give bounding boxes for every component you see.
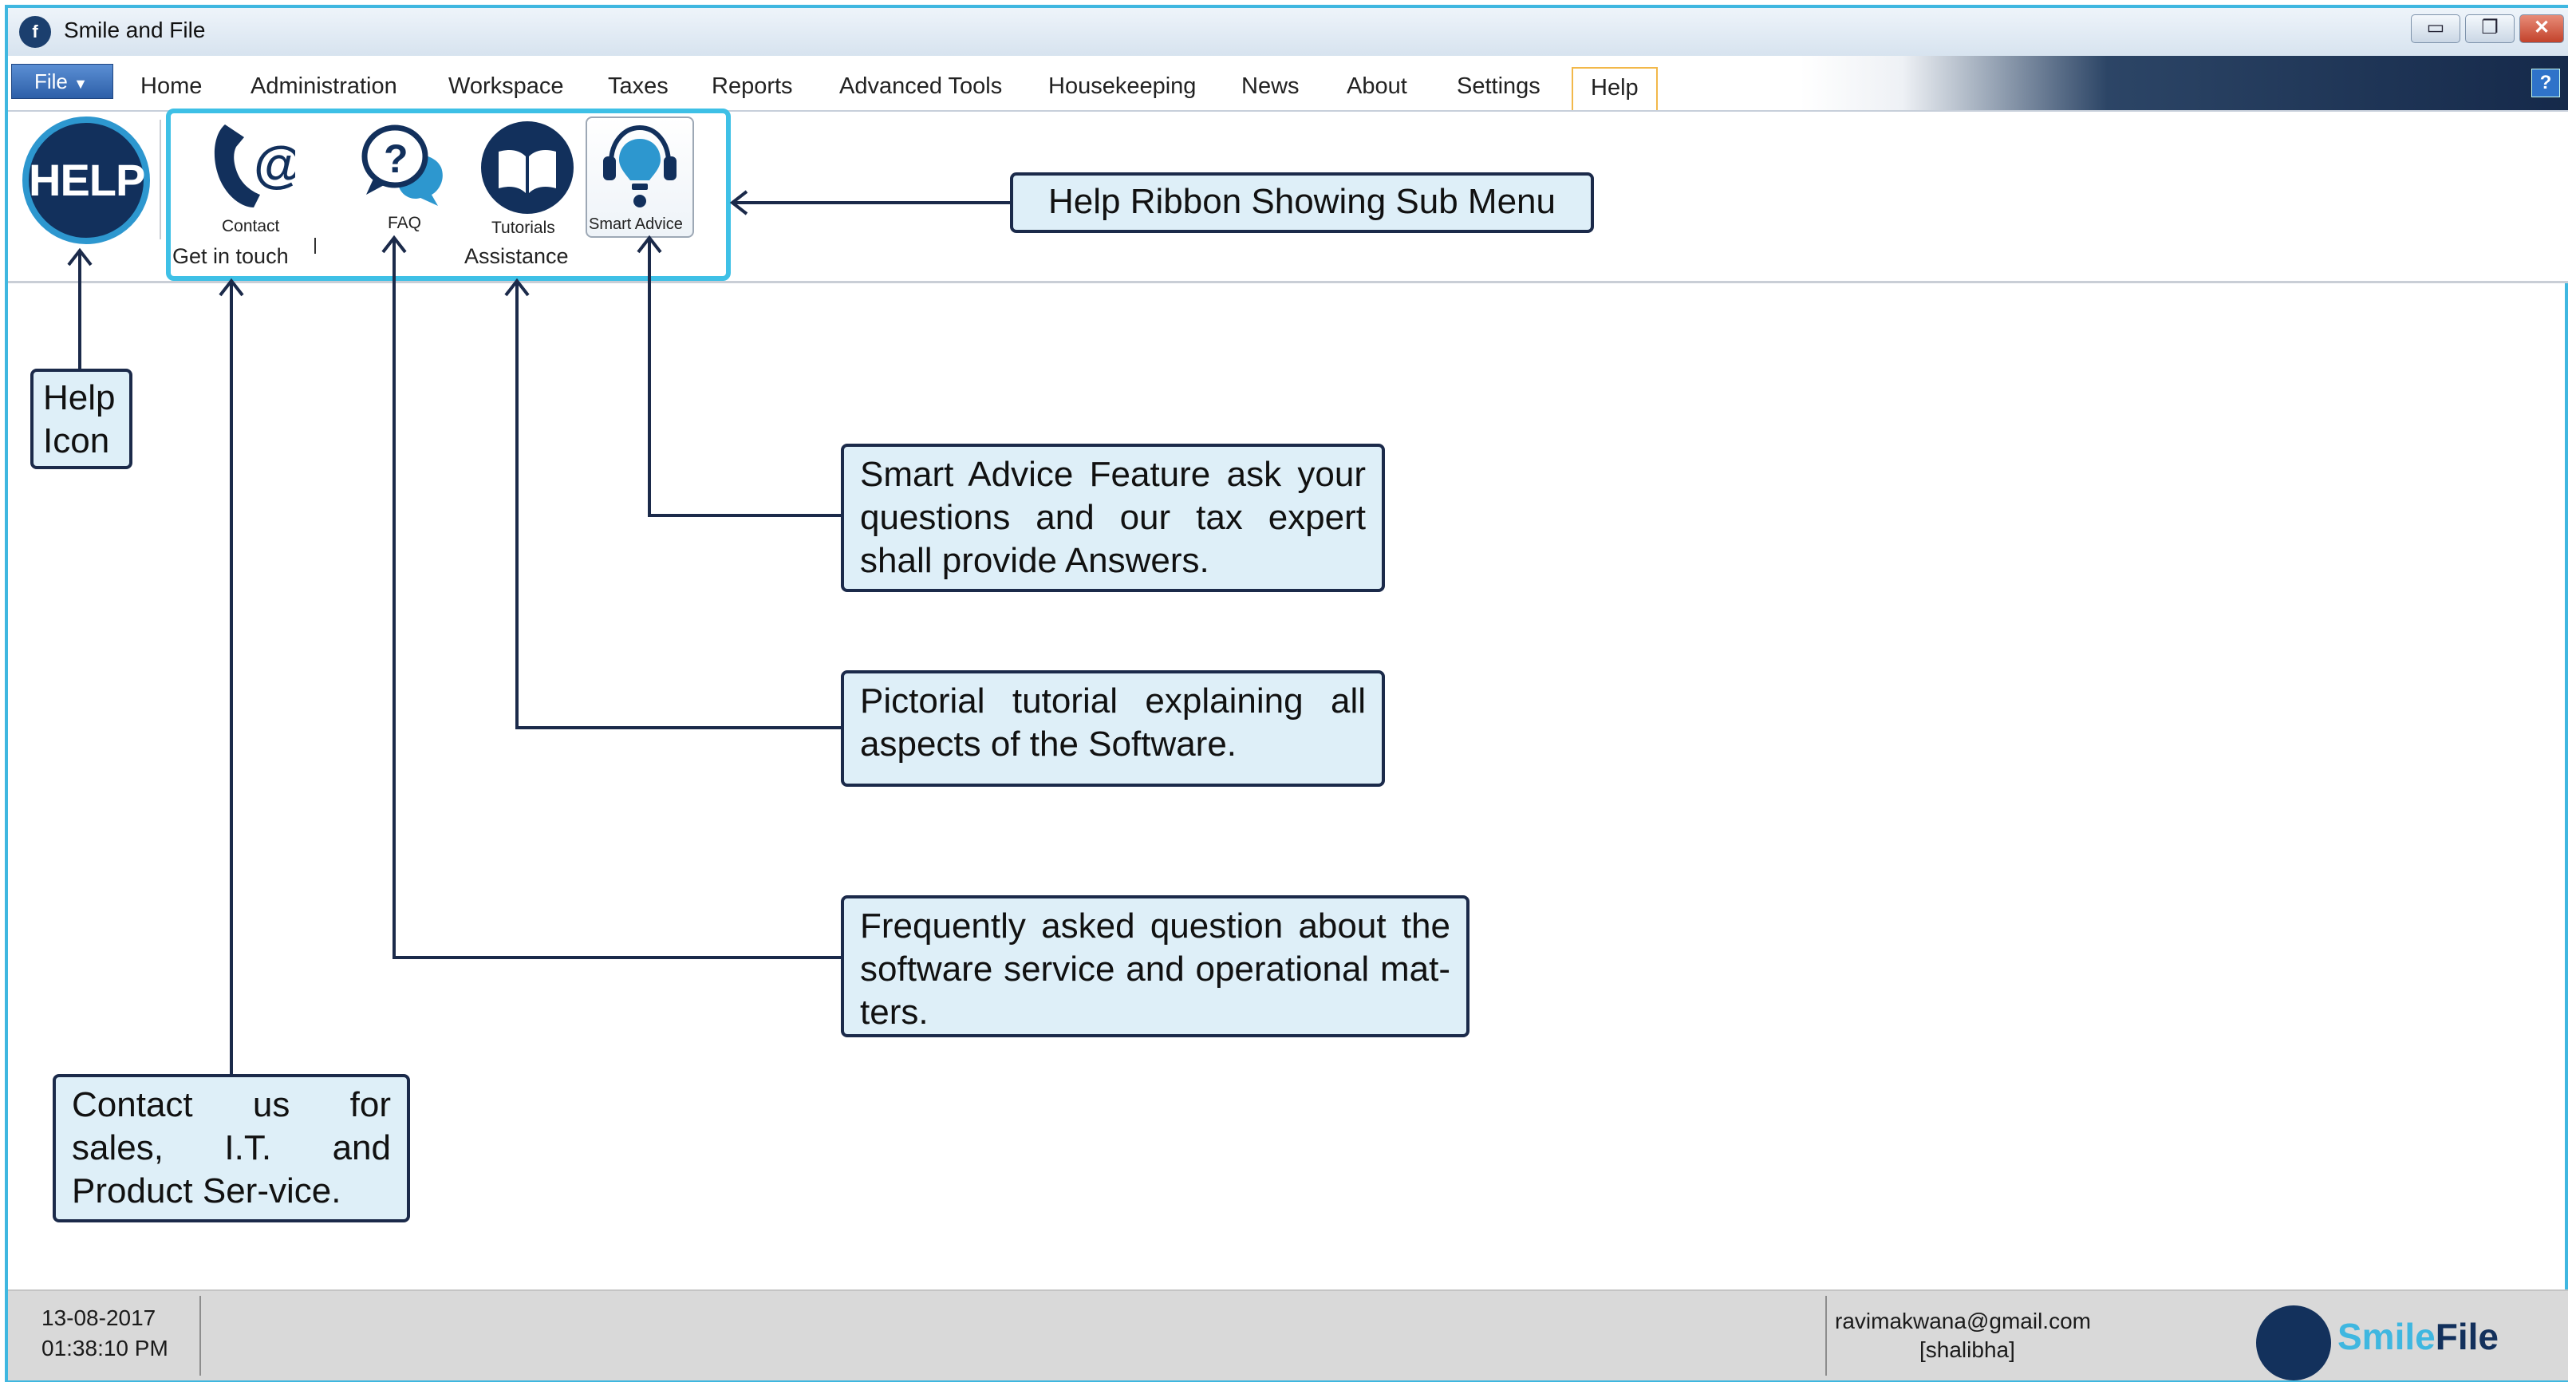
callout-faq: Frequently asked question about the soft… (841, 895, 1469, 1037)
window-title: Smile and File (64, 18, 206, 42)
smile-file-logo-icon (2256, 1305, 2331, 1380)
faq-chat-icon: ? (361, 124, 443, 206)
tab-about[interactable]: About (1347, 73, 1407, 99)
contact-button[interactable]: @ Contact (199, 118, 303, 238)
group-label-assistance: Assistance (464, 244, 569, 268)
brand-logo-file: File (2435, 1316, 2499, 1357)
tutorials-book-icon (481, 121, 574, 214)
callout-contact: Contact us for sales, I.T. and Product S… (53, 1074, 410, 1222)
ribbon-highlight-box (166, 109, 731, 281)
file-menu-button[interactable]: File ▼ (11, 64, 113, 99)
chevron-down-icon: ▼ (73, 76, 88, 92)
app-logo-icon: f (19, 16, 51, 48)
user-email: ravimakwana@gmail.com (1835, 1309, 2091, 1333)
callout-smart-advice: Smart Advice Feature ask your questions … (841, 444, 1385, 592)
restore-button[interactable]: ❐ (2465, 14, 2515, 43)
group-divider (314, 238, 316, 254)
help-big-icon: HELP (22, 116, 150, 244)
brand-logo-text: SmileFile (2337, 1315, 2499, 1358)
contact-label: Contact (222, 217, 280, 235)
status-divider (1825, 1296, 1827, 1376)
status-date: 13-08-2017 (41, 1305, 156, 1330)
menu-bar: File ▼ Home Administration Workspace Tax… (8, 56, 2568, 112)
minimize-button[interactable]: ▭ (2411, 14, 2460, 43)
faq-button[interactable]: ? FAQ (351, 118, 455, 238)
svg-text:?: ? (384, 136, 408, 181)
tab-home[interactable]: Home (140, 73, 203, 99)
help-question-icon[interactable]: ? (2531, 69, 2560, 97)
tab-workspace[interactable]: Workspace (448, 73, 564, 99)
tab-administration[interactable]: Administration (250, 73, 397, 99)
brand-logo-smile: Smile (2337, 1316, 2436, 1357)
faq-label: FAQ (388, 214, 422, 232)
tab-taxes[interactable]: Taxes (608, 73, 669, 99)
callout-help-ribbon: Help Ribbon Showing Sub Menu (1010, 172, 1594, 233)
tab-housekeeping[interactable]: Housekeeping (1048, 73, 1197, 99)
tab-help[interactable]: Help (1572, 67, 1658, 110)
tutorials-button[interactable]: Tutorials (474, 120, 578, 239)
status-bar: 13-08-2017 01:38:10 PM ravimakwana@gmail… (8, 1289, 2568, 1380)
smart-advice-button[interactable]: Smart Advice (586, 116, 694, 238)
smart-advice-label: Smart Advice (589, 215, 683, 233)
status-divider (199, 1296, 201, 1376)
tab-advanced-tools[interactable]: Advanced Tools (839, 73, 1003, 99)
tab-news[interactable]: News (1241, 73, 1300, 99)
status-time: 01:38:10 PM (41, 1336, 168, 1360)
title-bar: f Smile and File ▭ ❐ ✕ (8, 8, 2568, 57)
ribbon-divider (160, 120, 161, 239)
user-name: [shalibha] (1919, 1337, 2015, 1362)
close-button[interactable]: ✕ (2519, 14, 2564, 43)
file-menu-label: File (34, 69, 68, 93)
group-label-get-in-touch: Get in touch (172, 244, 289, 268)
smart-advice-bulb-icon (603, 124, 677, 207)
tutorials-label: Tutorials (491, 219, 555, 237)
callout-help-icon: Help Icon (30, 369, 132, 469)
tab-settings[interactable]: Settings (1457, 73, 1540, 99)
tab-reports[interactable]: Reports (712, 73, 793, 99)
callout-tutorials: Pictorial tutorial explaining all aspect… (841, 670, 1385, 787)
